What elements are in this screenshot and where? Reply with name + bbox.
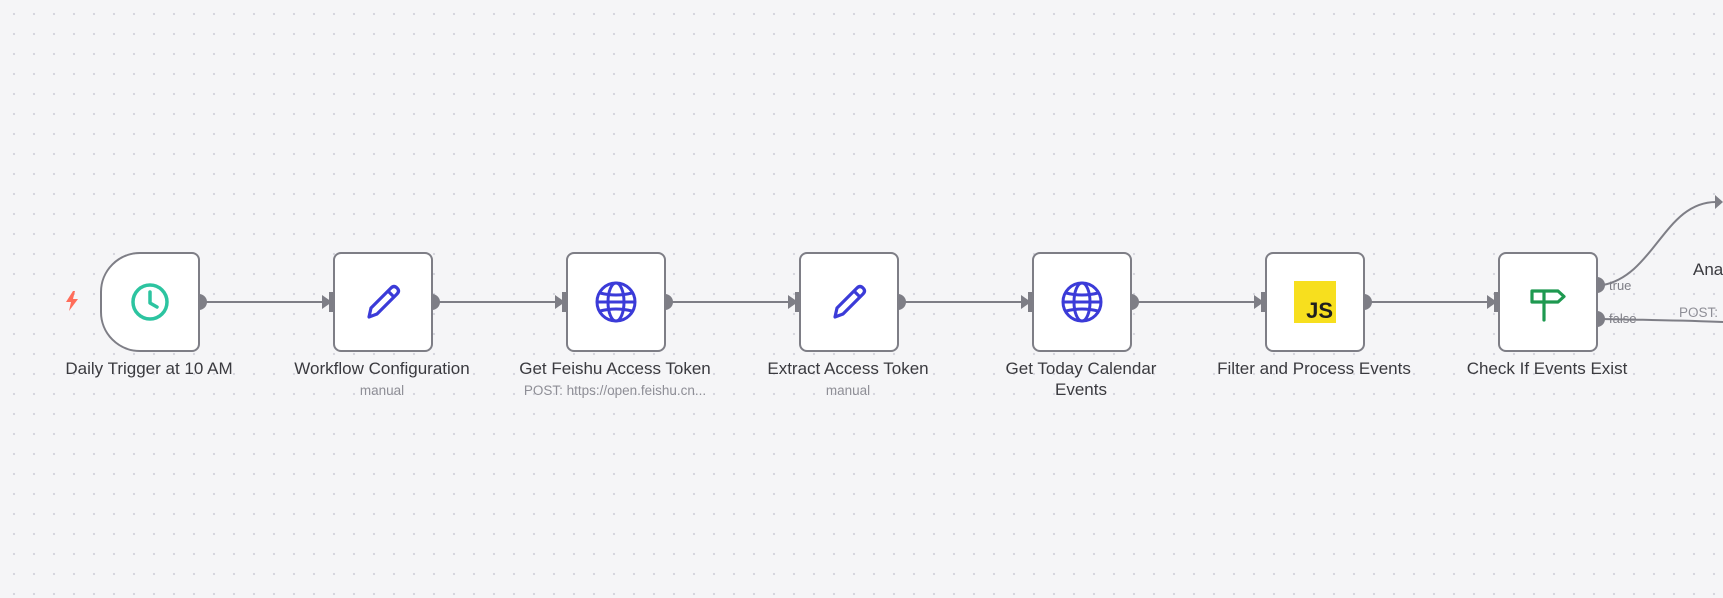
trigger-bolt-icon xyxy=(66,291,78,311)
node-label: Workflow Configuration xyxy=(294,359,470,378)
input-arrow xyxy=(1254,295,1264,309)
globe-icon xyxy=(1061,281,1103,323)
globe-icon xyxy=(595,281,637,323)
signpost-icon xyxy=(1530,289,1566,322)
node-label: Daily Trigger at 10 AM xyxy=(65,359,233,378)
input-handle[interactable] xyxy=(795,292,800,312)
node-check-if-events-exist[interactable] xyxy=(1498,252,1598,352)
input-handle[interactable] xyxy=(1261,292,1266,312)
input-arrow xyxy=(1021,295,1031,309)
node-subtitle: manual xyxy=(359,383,405,398)
node-get-feishu-access-token[interactable] xyxy=(566,252,666,352)
offscreen-node-label: Ana xyxy=(1693,260,1723,279)
input-handle[interactable] xyxy=(329,292,334,312)
clock-icon xyxy=(131,283,169,321)
node-subtitle: POST: https://open.feishu.cn... xyxy=(523,383,707,398)
pencil-icon xyxy=(833,284,867,319)
node-daily-trigger[interactable] xyxy=(100,252,200,352)
pencil-icon xyxy=(367,284,401,319)
input-handles xyxy=(329,292,1499,312)
node-label: Extract Access Token xyxy=(767,359,929,378)
input-arrow xyxy=(322,295,332,309)
input-arrows xyxy=(322,195,1723,309)
node-workflow-configuration[interactable] xyxy=(333,252,433,352)
input-handle[interactable] xyxy=(562,292,567,312)
branch-label-false: false xyxy=(1609,311,1637,326)
input-handle[interactable] xyxy=(1028,292,1033,312)
node-filter-and-process-events[interactable]: JS xyxy=(1265,252,1365,352)
node-label: Get Feishu Access Token xyxy=(519,359,711,378)
input-arrow xyxy=(1487,295,1497,309)
node-label: Check If Events Exist xyxy=(1466,359,1628,378)
connection-line-false[interactable] xyxy=(1602,318,1723,323)
node-subtitle: manual xyxy=(825,383,871,398)
node-label: Get Today Calendar Events xyxy=(1005,359,1157,399)
connection-line-true[interactable] xyxy=(1602,200,1719,286)
input-arrow xyxy=(1715,195,1723,209)
branch-label-true: true xyxy=(1609,278,1632,293)
node-label: Filter and Process Events xyxy=(1217,359,1411,378)
node-extract-access-token[interactable] xyxy=(799,252,899,352)
input-arrow xyxy=(788,295,798,309)
node-get-today-calendar-events[interactable] xyxy=(1032,252,1132,352)
connection-lines xyxy=(200,200,1723,323)
js-icon: JS xyxy=(1294,281,1336,323)
offscreen-node-subtitle: POST: xyxy=(1679,305,1719,320)
input-handle[interactable] xyxy=(1494,292,1499,312)
input-arrow xyxy=(555,295,565,309)
